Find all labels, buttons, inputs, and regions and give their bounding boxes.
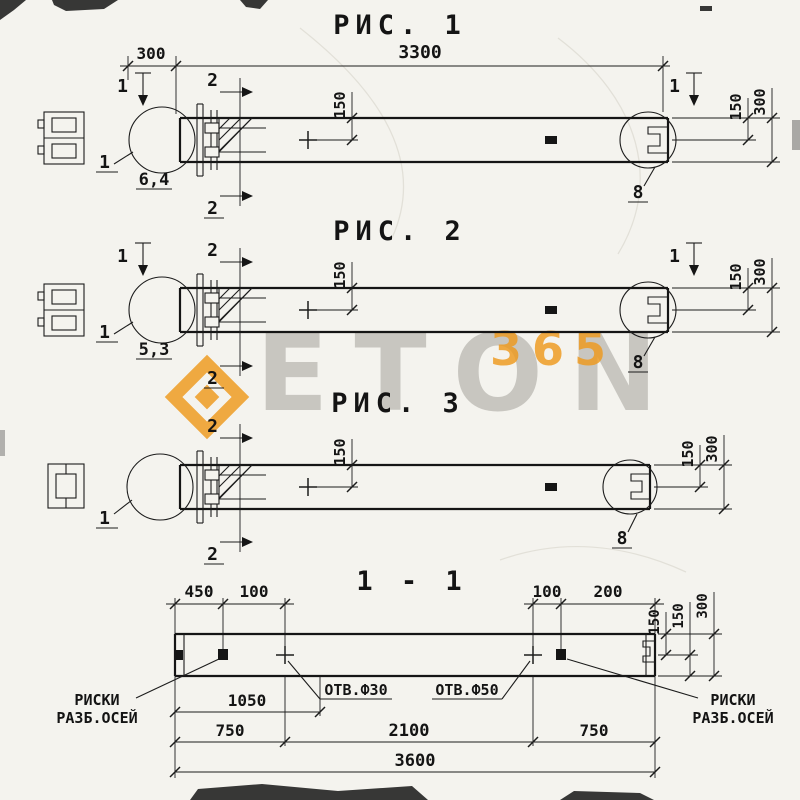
figure-2-beam xyxy=(178,286,670,334)
section-top-dimensions: 450 100 100 200 xyxy=(166,582,664,664)
fig2-weld-label: 5,3 xyxy=(139,340,170,360)
section-bottom-dimensions: 1050 750 2100 750 3600 xyxy=(169,676,661,778)
sec-dim-1050: 1050 xyxy=(228,691,267,710)
figure-2-axis-mark-left: 1 xyxy=(117,242,151,276)
sec-dim-2100: 2100 xyxy=(389,721,430,741)
fig1-dim-150-mid: 150 xyxy=(331,91,349,118)
sec-dim-750-left: 750 xyxy=(216,721,245,740)
fig2-dim-150-right: 150 xyxy=(727,263,745,290)
figure-1-title: РИС. 1 xyxy=(333,10,467,41)
fig3-section-label-top: 2 xyxy=(207,416,218,437)
fig2-callout-1: 1 xyxy=(99,322,110,343)
fig3-detail-circle-left xyxy=(126,453,194,521)
figure-3-hole-dimension: 150 xyxy=(308,438,358,493)
figure-1-cross-section-glyph xyxy=(37,111,85,165)
sec-dim-150-upper: 150 xyxy=(647,609,663,634)
fig2-axis-label-left: 1 xyxy=(117,246,128,267)
section-1-1: 1 - 1 450 100 100 200 xyxy=(56,566,774,778)
fig1-dim-300: 300 xyxy=(137,44,166,63)
fig1-detail-circle-left xyxy=(128,106,196,174)
sec-dim-150-lower: 150 xyxy=(671,603,687,628)
figure-3-right-dimensions: 150 300 xyxy=(654,435,732,515)
sec-riski-left-line1: РИСКИ xyxy=(74,691,119,709)
fig3-callout-1: 1 xyxy=(99,508,110,529)
figure-3-anchor-detail: 1 xyxy=(96,450,266,529)
fig2-axis-label-right: 1 xyxy=(669,246,680,267)
section-title: 1 - 1 xyxy=(356,566,467,597)
fig3-dim-150-right: 150 xyxy=(679,440,697,467)
paper-fold-lines xyxy=(299,27,687,573)
section-beam xyxy=(173,632,657,678)
fig2-detail-circle-left xyxy=(128,276,196,344)
figure-1: РИС. 1 300 3300 1 xyxy=(37,10,780,219)
sec-riski-right-line1: РИСКИ xyxy=(710,691,755,709)
figure-1-axis-mark-right: 1 xyxy=(669,72,702,106)
figure-2-axis-mark-right: 1 xyxy=(669,242,702,276)
fig3-dim-150-mid: 150 xyxy=(331,438,349,465)
figure-1-hole-dimension: 150 xyxy=(308,91,358,146)
figure-1-right-dimensions: 150 300 xyxy=(672,88,780,168)
sec-riska-left xyxy=(218,649,228,660)
sec-dim-450: 450 xyxy=(185,582,214,601)
fig1-dim-150-right: 150 xyxy=(727,93,745,120)
fig1-section-label-bottom: 2 xyxy=(207,198,218,219)
figure-1-beam xyxy=(178,116,670,164)
fig1-axis-label-left: 1 xyxy=(117,76,128,97)
sec-riski-right-line2: РАЗБ.ОСЕЙ xyxy=(692,708,773,727)
fig2-callout-8: 8 xyxy=(633,352,644,373)
fig1-weld-label: 6,4 xyxy=(139,170,170,190)
sec-dim-100-right: 100 xyxy=(533,582,562,601)
figure-2: РИС. 2 1 1 2 2 xyxy=(37,216,780,389)
figure-3: РИС. 3 2 2 xyxy=(47,388,732,565)
sec-hole-50-label: ОТВ.Ф50 xyxy=(435,681,498,699)
fig3-callout-8: 8 xyxy=(617,528,628,549)
sec-dim-200: 200 xyxy=(594,582,623,601)
sec-hole-30-label: ОТВ.Ф30 xyxy=(324,681,387,699)
figure-3-title: РИС. 3 xyxy=(331,388,465,419)
fig1-callout-8: 8 xyxy=(633,182,644,203)
figure-1-top-dimension: 300 3300 xyxy=(120,42,670,114)
figure-2-right-dimensions: 150 300 xyxy=(672,258,780,338)
fig1-callout-1: 1 xyxy=(99,152,110,173)
figure-2-hole-dimension: 150 xyxy=(308,261,358,316)
fig2-dim-150-mid: 150 xyxy=(331,261,349,288)
fig1-axis-label-right: 1 xyxy=(669,76,680,97)
figure-2-anchor-detail: 1 5,3 xyxy=(96,273,266,360)
sec-riska-right xyxy=(556,649,566,660)
sec-dim-750-right: 750 xyxy=(580,721,609,740)
figure-1-axis-mark-left: 1 xyxy=(117,72,151,106)
figure-3-beam xyxy=(178,463,652,511)
sec-dim-300: 300 xyxy=(695,593,711,618)
sec-dim-3600: 3600 xyxy=(395,751,436,771)
section-leader-labels: РИСКИ РАЗБ.ОСЕЙ ОТВ.Ф30 ОТВ.Ф50 РИСКИ РА… xyxy=(56,658,774,727)
fig3-section-label-bottom: 2 xyxy=(207,544,218,565)
fig1-section-label-top: 2 xyxy=(207,70,218,91)
fig1-dim-300-right: 300 xyxy=(751,88,769,115)
figure-3-cross-section-glyph xyxy=(47,463,85,509)
figure-2-title: РИС. 2 xyxy=(333,216,467,247)
section-right-dimensions: 150 150 300 xyxy=(647,592,722,682)
fig2-section-label-bottom: 2 xyxy=(207,368,218,389)
fig2-section-label-top: 2 xyxy=(207,240,218,261)
sec-riski-left-line2: РАЗБ.ОСЕЙ xyxy=(56,708,137,727)
sec-left-end-mark xyxy=(176,650,183,660)
fig2-dim-300-right: 300 xyxy=(751,258,769,285)
fig1-dim-3300: 3300 xyxy=(398,42,441,63)
figure-1-anchor-detail: 1 6,4 xyxy=(96,103,266,190)
sec-dim-100-left: 100 xyxy=(240,582,269,601)
figure-2-cross-section-glyph xyxy=(37,283,85,337)
figure-1-section-cut: 2 2 xyxy=(204,70,253,219)
fig3-dim-300-right: 300 xyxy=(703,435,721,462)
